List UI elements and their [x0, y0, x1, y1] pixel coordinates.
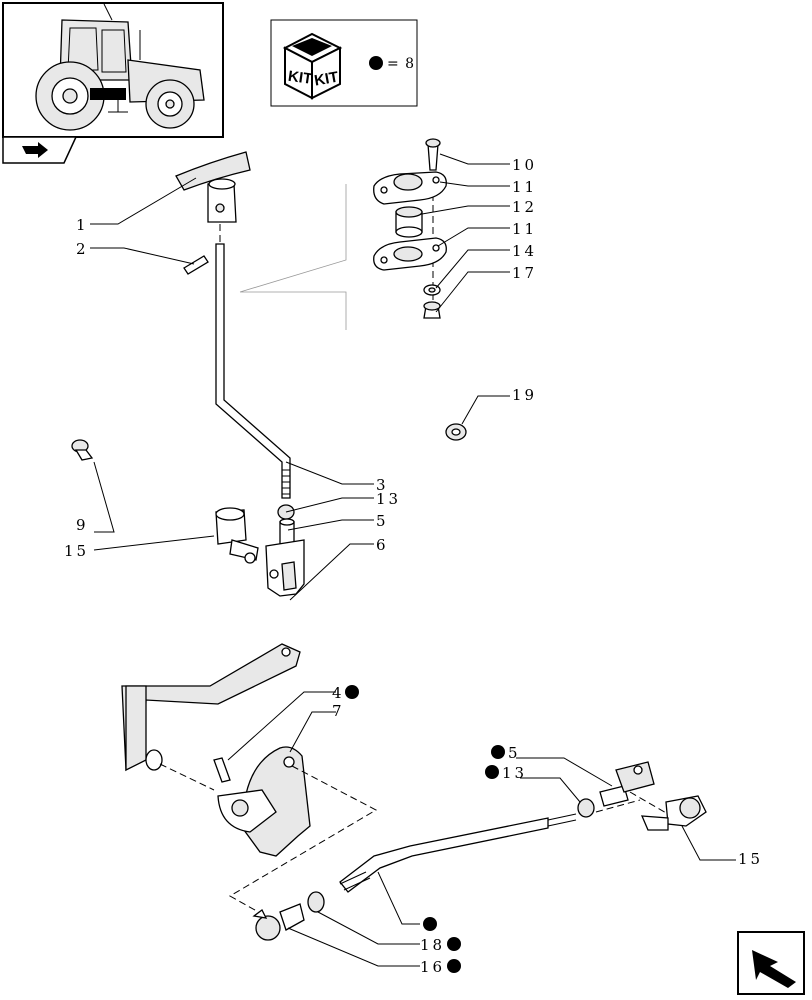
part-clip-upper[interactable]	[215, 507, 259, 564]
linkage-dash-lower	[595, 799, 641, 813]
callout-13-lower: 13	[502, 764, 527, 782]
part-lower-rod[interactable]	[339, 813, 577, 893]
part-nut-upper[interactable]	[277, 504, 295, 520]
linkage-dash-right	[228, 765, 378, 915]
part-clevis-lower[interactable]	[599, 761, 655, 807]
leader-lines	[90, 153, 736, 967]
part-bracket[interactable]	[217, 746, 311, 857]
part-nut-lower[interactable]	[577, 798, 595, 818]
callout-11-lower: 11	[512, 220, 537, 238]
callout-11-upper: 11	[512, 178, 537, 196]
kit-legend: KIT KIT = 8	[270, 19, 418, 107]
kit-dot-18	[447, 937, 461, 951]
part-roll-pin[interactable]	[213, 757, 231, 783]
callout-5-lower: 5	[508, 744, 521, 762]
callout-16: 16	[420, 958, 445, 976]
kit-box-icon: KIT KIT	[282, 32, 343, 100]
callout-7: 7	[332, 702, 345, 720]
nav-tab[interactable]	[2, 136, 78, 164]
linkage-dash-upper	[159, 763, 215, 791]
callout-10: 10	[512, 156, 537, 174]
kit-dot-13-lower	[485, 765, 499, 779]
callout-1: 1	[76, 216, 89, 234]
callout-4: 4	[332, 684, 345, 702]
part-washer[interactable]	[445, 423, 467, 441]
callout-15-lower: 15	[738, 850, 763, 868]
kit-dot-rod	[423, 917, 437, 931]
callout-13-upper: 13	[376, 490, 401, 508]
kit-dot-icon	[369, 56, 383, 70]
callout-17: 17	[512, 264, 537, 282]
callout-19: 19	[512, 386, 537, 404]
next-page-button[interactable]	[737, 931, 805, 995]
part-bolt-small[interactable]	[71, 439, 94, 461]
kit-dot-4	[345, 685, 359, 699]
part-pin[interactable]	[183, 255, 209, 275]
callout-9: 9	[76, 516, 89, 534]
kit-text-1: KIT	[287, 68, 313, 88]
part-support-assembly[interactable]	[373, 138, 447, 319]
part-clip-lower[interactable]	[640, 795, 707, 831]
callout-2: 2	[76, 240, 89, 258]
kit-text-2: KIT	[313, 69, 340, 90]
callout-6: 6	[376, 536, 389, 554]
kit-dot-16	[447, 959, 461, 973]
callout-18: 18	[420, 936, 445, 954]
phantom-connector	[239, 184, 347, 330]
part-ball-joint[interactable]	[252, 891, 325, 941]
kit-dot-5-lower	[491, 745, 505, 759]
part-knob[interactable]	[175, 151, 251, 223]
part-clevis-upper[interactable]	[265, 518, 305, 597]
linkage-dash-pin	[629, 791, 669, 815]
callout-14: 14	[512, 242, 537, 260]
part-lever-arm[interactable]	[121, 643, 301, 772]
callout-5-upper: 5	[376, 512, 389, 530]
callout-15-upper: 15	[64, 542, 89, 560]
callout-3: 3	[376, 476, 389, 494]
callout-12: 12	[512, 198, 537, 216]
tractor-thumbnail[interactable]	[2, 2, 224, 138]
kit-equals-label: = 8	[387, 56, 415, 72]
arrow-icon	[752, 950, 796, 988]
part-lever-rod[interactable]	[215, 224, 291, 499]
